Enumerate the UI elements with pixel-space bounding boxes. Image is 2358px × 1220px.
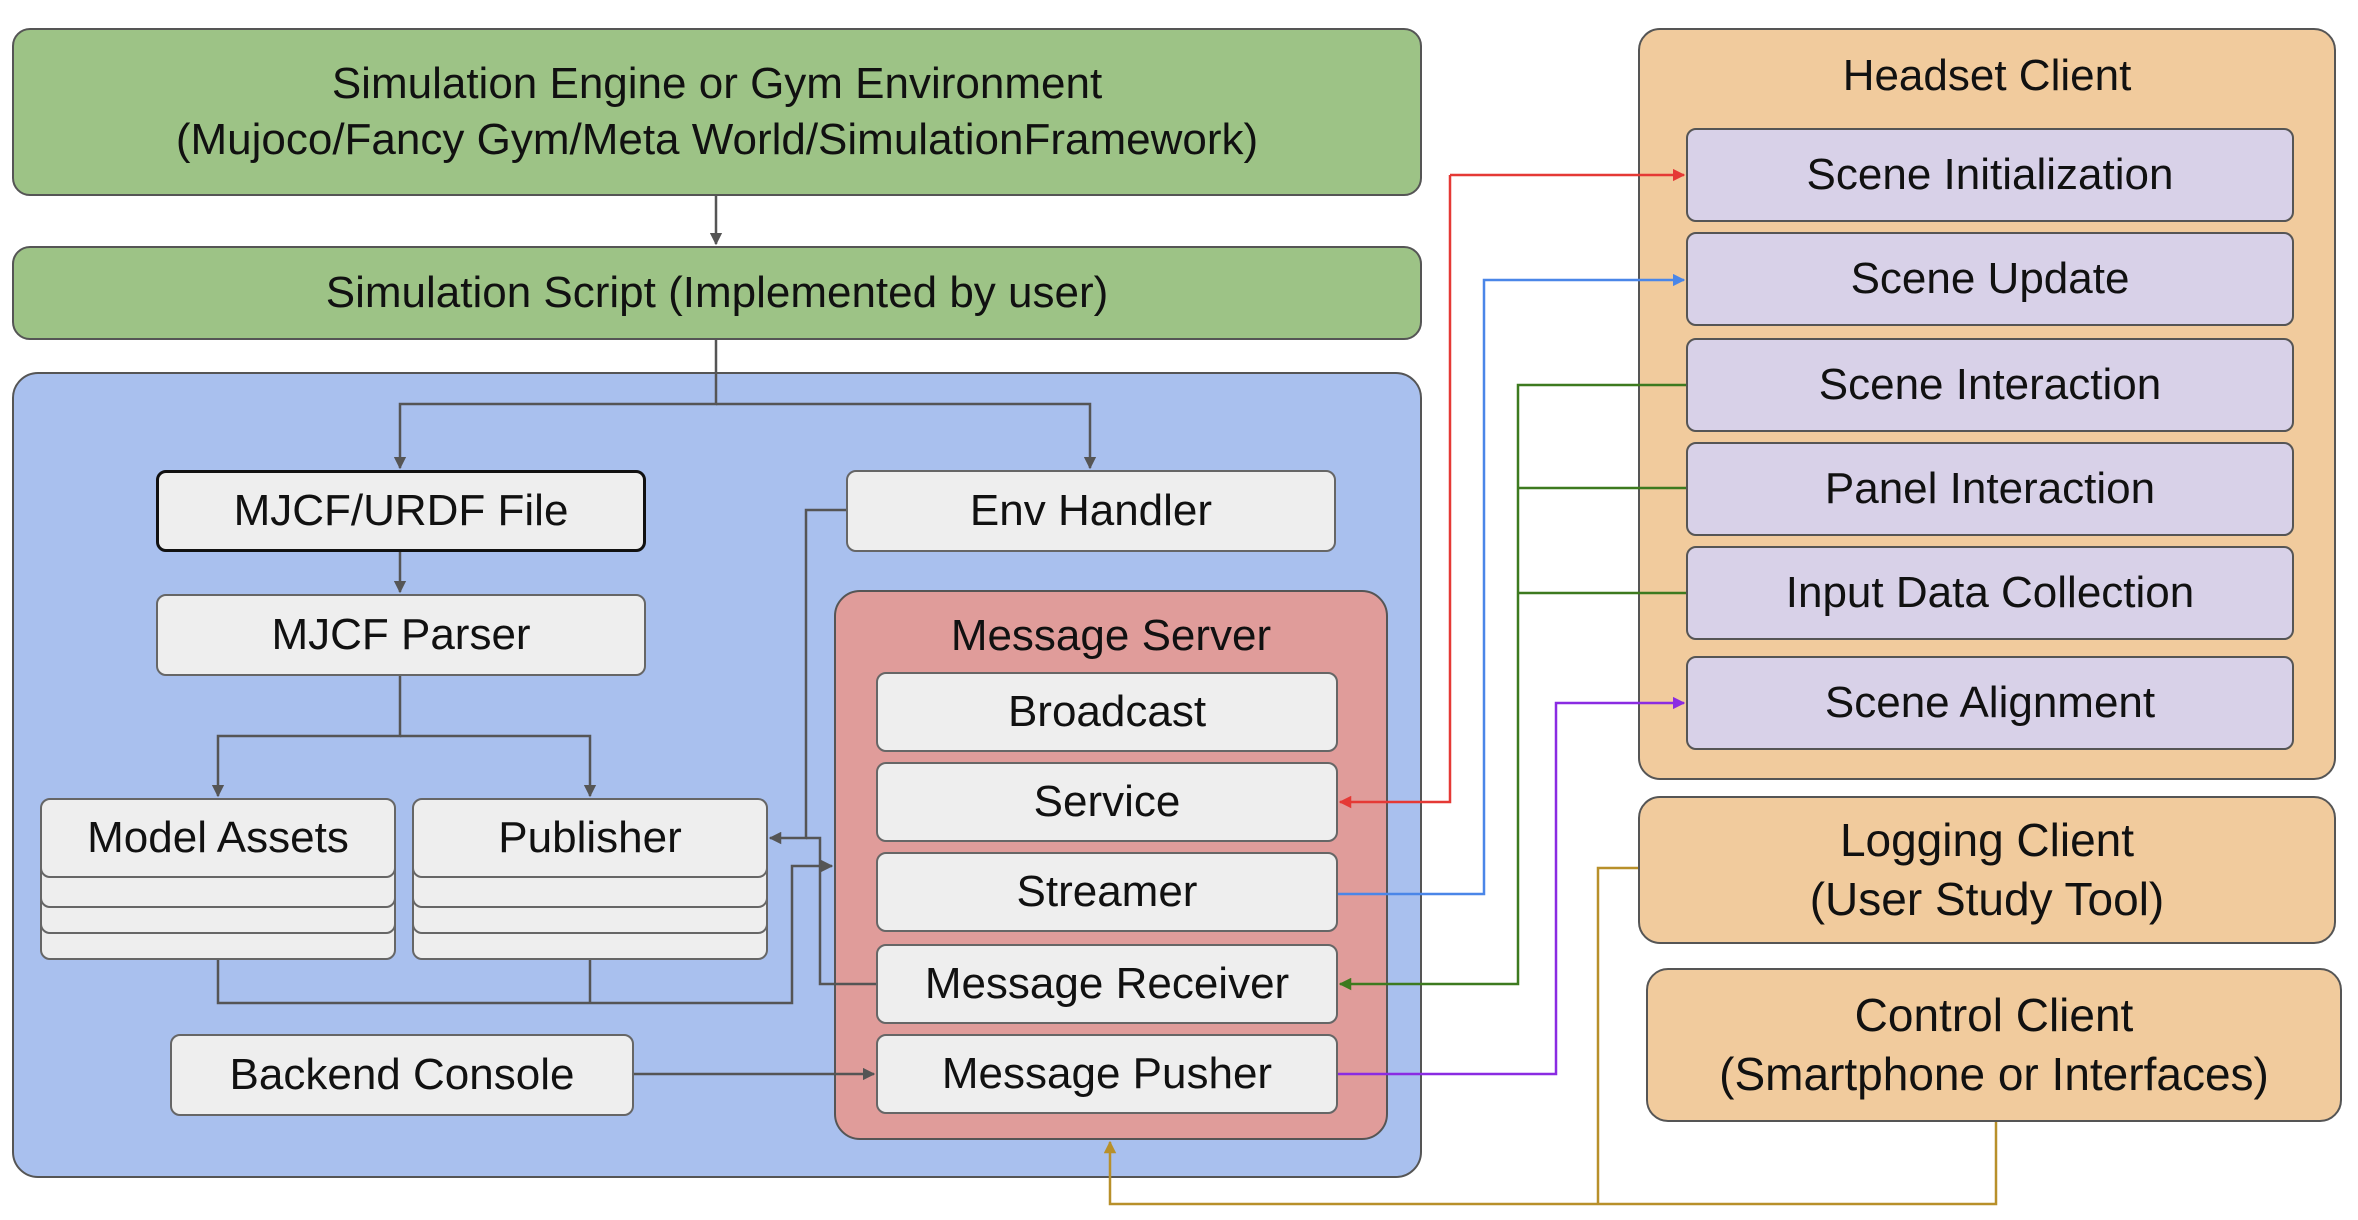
- input-data-collection-label: Input Data Collection: [1785, 567, 2195, 617]
- scene-initialization-label: Scene Initialization: [1806, 149, 2174, 199]
- simulation-script-label: Simulation Script (Implemented by user): [325, 267, 1109, 317]
- streamer-label: Streamer: [1016, 866, 1198, 916]
- scene-alignment-label: Scene Alignment: [1824, 677, 2156, 727]
- mjcf-parser-box: MJCF Parser: [156, 594, 646, 676]
- model-assets-label: Model Assets: [87, 812, 349, 862]
- service-label: Service: [1033, 776, 1181, 826]
- control-client-subtitle: (Smartphone or Interfaces): [1719, 1048, 2269, 1100]
- publisher-box: Publisher: [412, 798, 768, 878]
- message-pusher-label: Message Pusher: [941, 1048, 1273, 1098]
- scene-initialization-box: Scene Initialization: [1686, 128, 2294, 222]
- simulation-script-box: Simulation Script (Implemented by user): [12, 246, 1422, 340]
- mjcf-urdf-file-label: MJCF/URDF File: [233, 485, 569, 535]
- simulation-engine-title: Simulation Engine or Gym Environment: [331, 58, 1103, 108]
- logging-client-title: Logging Client: [1839, 814, 2135, 867]
- backend-console-label: Backend Console: [229, 1049, 575, 1099]
- scene-update-box: Scene Update: [1686, 232, 2294, 326]
- control-client-title: Control Client: [1854, 989, 2134, 1042]
- control-client-box: Control Client (Smartphone or Interfaces…: [1646, 968, 2342, 1122]
- message-server-title: Message Server: [950, 611, 1272, 660]
- message-receiver-box: Message Receiver: [876, 944, 1338, 1024]
- env-handler-box: Env Handler: [846, 470, 1336, 552]
- panel-interaction-label: Panel Interaction: [1824, 463, 2156, 513]
- mjcf-parser-label: MJCF Parser: [271, 609, 531, 659]
- scene-update-label: Scene Update: [1850, 253, 2130, 303]
- scene-alignment-box: Scene Alignment: [1686, 656, 2294, 750]
- logging-client-box: Logging Client (User Study Tool): [1638, 796, 2336, 944]
- mjcf-urdf-file-box: MJCF/URDF File: [156, 470, 646, 552]
- env-handler-label: Env Handler: [969, 485, 1213, 535]
- panel-interaction-box: Panel Interaction: [1686, 442, 2294, 536]
- model-assets-box: Model Assets: [40, 798, 396, 878]
- publisher-label: Publisher: [498, 812, 682, 862]
- simulation-engine-box: Simulation Engine or Gym Environment (Mu…: [12, 28, 1422, 196]
- scene-interaction-box: Scene Interaction: [1686, 338, 2294, 432]
- scene-interaction-label: Scene Interaction: [1818, 359, 2162, 409]
- message-receiver-label: Message Receiver: [924, 958, 1290, 1008]
- headset-client-title: Headset Client: [1842, 51, 2132, 100]
- logging-client-to-server-wire: [1596, 866, 1638, 1204]
- broadcast-box: Broadcast: [876, 672, 1338, 752]
- input-data-collection-box: Input Data Collection: [1686, 546, 2294, 640]
- streamer-box: Streamer: [876, 852, 1338, 932]
- logging-client-subtitle: (User Study Tool): [1809, 873, 2165, 925]
- service-box: Service: [876, 762, 1338, 842]
- simulation-engine-subtitle: (Mujoco/Fancy Gym/Meta World/SimulationF…: [175, 115, 1259, 164]
- broadcast-label: Broadcast: [1007, 686, 1207, 736]
- backend-console-box: Backend Console: [170, 1034, 634, 1116]
- message-pusher-box: Message Pusher: [876, 1034, 1338, 1114]
